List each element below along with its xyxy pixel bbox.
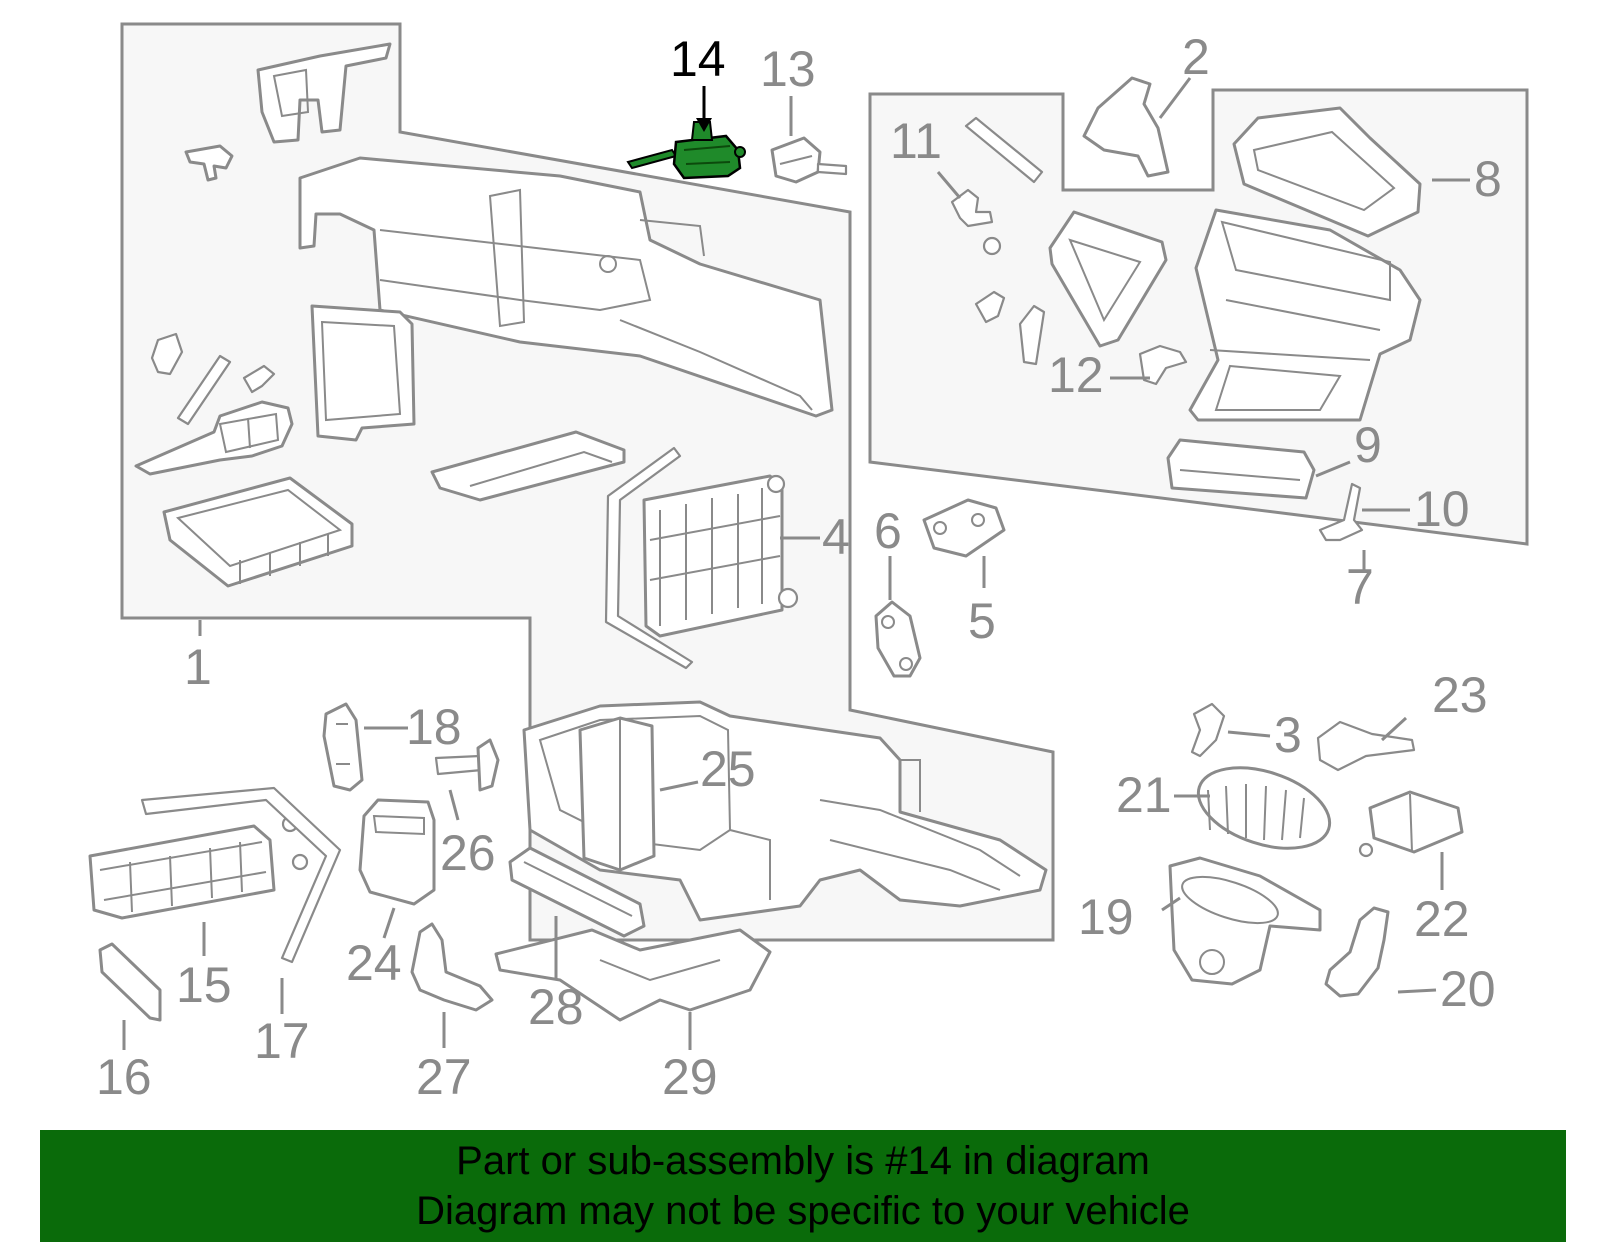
callout-10: 10 xyxy=(1414,481,1470,537)
module-24 xyxy=(358,798,436,906)
parts-diagram: 14 13 2 11 8 12 9 10 7 4 5 6 1 18 25 26 … xyxy=(88,22,1529,1105)
callout-7: 7 xyxy=(1346,559,1374,615)
resistor-22 xyxy=(1358,790,1464,858)
control-door-lever xyxy=(134,400,294,476)
callout-8: 8 xyxy=(1474,151,1502,207)
callout-13: 13 xyxy=(760,41,816,97)
part-9-filter xyxy=(1166,438,1316,500)
door-frame-left xyxy=(310,304,416,442)
callout-29: 29 xyxy=(662,1049,718,1105)
part-12-fitting xyxy=(1138,344,1188,386)
part-5-grommet xyxy=(922,498,1006,558)
evaporator-core xyxy=(642,474,799,638)
left-actuator-links xyxy=(150,332,276,426)
lower-case-housing xyxy=(522,700,1048,922)
heater-core-15 xyxy=(88,815,309,920)
callout-19: 19 xyxy=(1078,889,1134,945)
callout-16: 16 xyxy=(96,1049,152,1105)
callout-20: 20 xyxy=(1440,961,1496,1017)
callout-14: 14 xyxy=(670,31,726,87)
callout-1: 1 xyxy=(184,639,212,695)
bracket-27 xyxy=(410,922,494,1012)
callout-15: 15 xyxy=(176,957,232,1013)
part-6-grommet xyxy=(874,600,922,678)
callout-4: 4 xyxy=(822,509,850,565)
part-26-sensor xyxy=(434,738,500,792)
callout-28: 28 xyxy=(528,979,584,1035)
part-10-clip xyxy=(1318,482,1364,542)
seal-strip xyxy=(430,430,626,502)
callout-5: 5 xyxy=(968,593,996,649)
callout-11: 11 xyxy=(890,113,942,169)
callout-9: 9 xyxy=(1354,417,1382,473)
tube-20 xyxy=(1324,906,1390,998)
link-rod-top xyxy=(964,116,1044,184)
callout-23: 23 xyxy=(1432,667,1488,723)
part-18-grommet xyxy=(322,702,364,792)
leader-lines xyxy=(122,77,1470,1050)
callout-6: 6 xyxy=(874,503,902,559)
callout-12: 12 xyxy=(1048,347,1104,403)
callout-21: 21 xyxy=(1116,767,1172,823)
part-14-highlighted xyxy=(626,121,746,180)
callout-22: 22 xyxy=(1414,891,1470,947)
top-duct-bracket xyxy=(256,42,392,144)
duct-28 xyxy=(508,846,646,938)
callout-24: 24 xyxy=(346,935,402,991)
callout-17: 17 xyxy=(254,1013,310,1069)
main-case-upper xyxy=(298,156,834,418)
pad-16 xyxy=(98,942,162,1022)
part-2-bracket xyxy=(1082,76,1170,178)
grommet-small xyxy=(982,236,1002,256)
hvac-case-right xyxy=(1188,208,1422,422)
callout-2: 2 xyxy=(1182,29,1210,85)
filter-frame-lower xyxy=(162,476,354,588)
small-clip-top xyxy=(184,144,234,182)
banner-line-2: Diagram may not be specific to your vehi… xyxy=(416,1189,1190,1233)
callout-18: 18 xyxy=(406,699,462,755)
callout-25: 25 xyxy=(700,741,756,797)
part-8-frame xyxy=(1232,106,1422,238)
callout-26: 26 xyxy=(440,825,496,881)
info-banner: Part or sub-assembly is #14 in diagram D… xyxy=(40,1130,1566,1242)
duct-29 xyxy=(494,928,772,1022)
callout-3: 3 xyxy=(1274,707,1302,763)
part-13-actuator xyxy=(770,136,848,184)
small-lever-pair xyxy=(974,290,1046,366)
callout-27: 27 xyxy=(416,1049,472,1105)
part-11-lever xyxy=(950,188,994,228)
heater-seal-17 xyxy=(140,786,342,964)
door-frame-right xyxy=(1048,210,1168,348)
blower-wheel-21 xyxy=(1196,766,1332,850)
case-seal-gasket xyxy=(604,446,694,670)
part-25-module xyxy=(578,716,656,872)
clip-3 xyxy=(1190,702,1226,758)
bracket-23 xyxy=(1316,720,1416,772)
blower-motor-19 xyxy=(1168,856,1322,986)
assembly-1-region xyxy=(120,22,1055,942)
banner-line-1: Part or sub-assembly is #14 in diagram xyxy=(456,1139,1150,1183)
